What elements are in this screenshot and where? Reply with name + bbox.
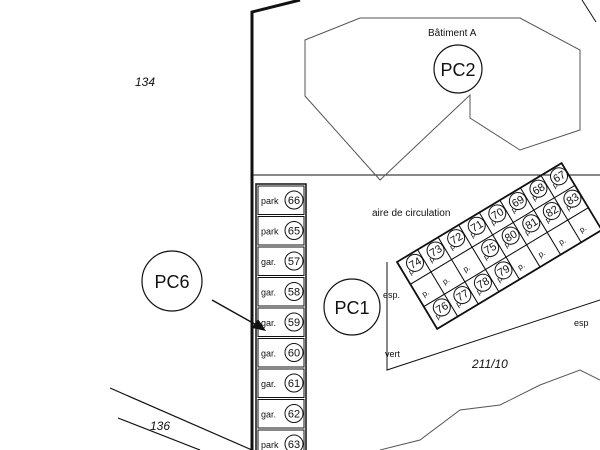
lot-number: 78: [475, 275, 492, 292]
lot-number: 70: [489, 206, 506, 223]
slot-type-label: park: [261, 196, 279, 206]
lot-number: 79: [496, 263, 513, 280]
slot-type-label: park: [261, 440, 279, 450]
lot-number-circle: [501, 226, 520, 245]
slot-number: 57: [288, 256, 300, 268]
lot-number: 68: [531, 181, 548, 198]
slot-number-circle: [284, 434, 304, 450]
lot-number-circle: [494, 261, 513, 280]
building-a-outline: [304, 17, 581, 181]
building-a-label: Bâtiment A: [428, 28, 477, 39]
slot-number: 59: [288, 317, 300, 329]
lot-number: 67: [551, 169, 568, 186]
parking-cell: [567, 207, 600, 243]
cell-label: p.: [578, 223, 588, 234]
lot-number: 75: [482, 241, 499, 258]
slot-number-circle: [284, 190, 304, 210]
lot-number-circle: [542, 201, 561, 220]
lot-number-circle: [426, 241, 445, 260]
slot-number-circle: [284, 373, 304, 393]
esp-right-label: esp: [574, 318, 589, 328]
parking-cell: [526, 231, 562, 268]
slot-number: 65: [288, 226, 300, 238]
slot-type-label: gar.: [261, 349, 276, 359]
pc2-marker: PC2: [433, 44, 483, 94]
green-area-outline: [386, 262, 600, 371]
pc1-label: PC1: [334, 298, 369, 318]
diagonal-grid: p.p.p.p.p.p.p.p.p.p.p.p.p.p.p.p.p.p.p.p.…: [395, 161, 600, 331]
parcel-136-label: 136: [150, 419, 170, 433]
vert-label: vert: [385, 349, 401, 359]
slot-type-label: park: [261, 227, 279, 237]
pc6-arrow: [211, 299, 266, 331]
slot-number: 63: [288, 439, 300, 450]
lot-number: 69: [510, 194, 527, 211]
diagonal-parking-block: p.p.p.p.p.p.p.p.p.p.p.p.p.p.p.p.p.p.p.p.…: [383, 161, 600, 371]
lot-number-circle: [453, 286, 472, 305]
slot-type-label: gar.: [261, 318, 276, 328]
lower-building-outline: [379, 369, 600, 450]
lot-number-circle: [473, 273, 492, 292]
slot-type-label: gar.: [261, 288, 276, 298]
slot-number-circle: [284, 404, 304, 423]
lot-number: 74: [407, 255, 424, 272]
parcel-134-label: 134: [135, 75, 155, 89]
parcel-211-label: 211/10: [471, 357, 508, 371]
lot-number-circle: [447, 229, 466, 248]
pc6-marker: PC6: [141, 250, 203, 312]
pc6-label: PC6: [154, 272, 189, 292]
cell-label: p.: [537, 248, 547, 259]
slot-number: 61: [288, 378, 300, 390]
slot-number: 58: [288, 287, 300, 299]
slot-number-circle: [284, 282, 304, 301]
lot-number: 77: [455, 288, 472, 305]
lot-number: 83: [565, 191, 582, 208]
slot-type-label: gar.: [261, 379, 276, 389]
lot-number-circle: [529, 179, 548, 198]
slot-number: 62: [288, 409, 300, 421]
cell-label: p.: [557, 236, 567, 247]
lot-number-circle: [481, 239, 500, 258]
lot-number-circle: [432, 298, 451, 317]
lot-number-circle: [488, 204, 507, 223]
slot-number: 66: [288, 195, 300, 207]
lot-number: 82: [544, 204, 561, 221]
slot-number-circle: [284, 251, 304, 271]
lot-number: 76: [434, 300, 451, 317]
lot-number-circle: [406, 253, 425, 272]
lot-number-circle: [508, 192, 527, 211]
lot-number: 80: [503, 228, 520, 245]
slot-number: 60: [288, 348, 300, 360]
slot-type-label: gar.: [261, 257, 276, 267]
lot-number: 73: [428, 243, 445, 260]
lot-number: 72: [448, 231, 465, 248]
cell-label: p.: [516, 261, 526, 272]
lot-number: 81: [523, 216, 540, 233]
lot-number-circle: [563, 189, 582, 208]
lot-number-circle: [467, 216, 486, 235]
pc1-marker: PC1: [323, 278, 381, 336]
parking-cell: [546, 219, 582, 256]
lot-number: 71: [469, 218, 486, 235]
circulation-label: aire de circulation: [372, 208, 450, 219]
slot-number-circle: [284, 343, 304, 362]
slot-number-circle: [284, 221, 304, 240]
cell-label: p.: [420, 288, 430, 299]
left-parking-column: park 66 park 65 gar. 57 gar. 58 gar. 59 gar. 60 gar.…: [255, 183, 307, 450]
slot-type-label: gar.: [261, 410, 276, 420]
pc2-label: PC2: [440, 60, 475, 80]
slot-number-circle: [284, 312, 304, 332]
lot-number-circle: [550, 167, 569, 186]
esp-left-label: esp.: [383, 290, 400, 300]
cell-label: p.: [441, 275, 451, 286]
lot-number-circle: [522, 214, 541, 233]
cell-label: p.: [461, 263, 471, 274]
